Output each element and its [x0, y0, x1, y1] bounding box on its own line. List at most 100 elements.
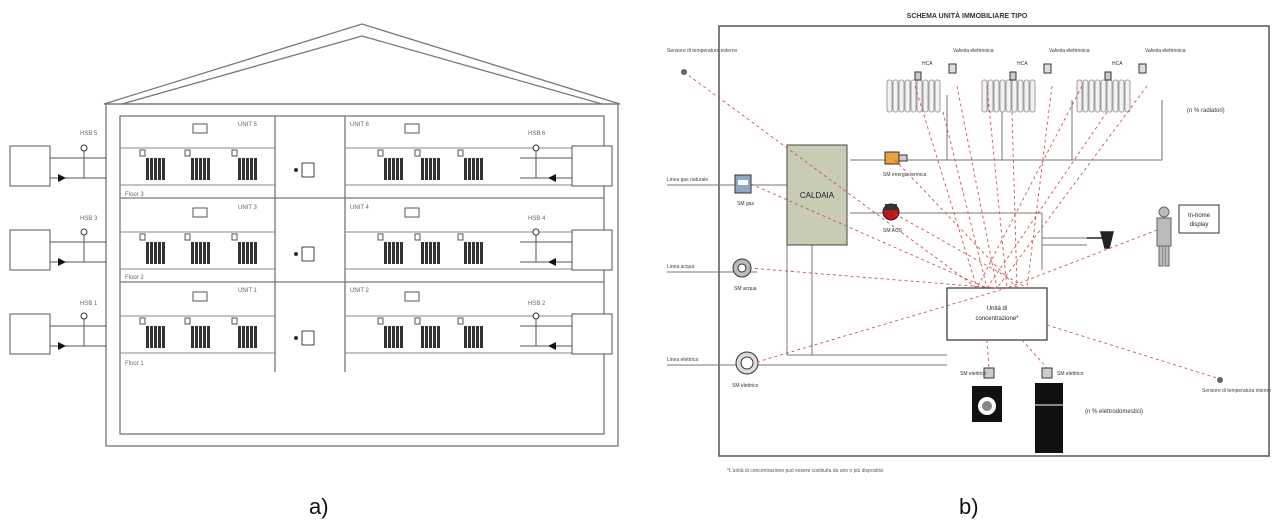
valve-icon: [532, 312, 540, 320]
hca-icon: [231, 149, 238, 157]
pump-icon: [548, 258, 556, 266]
comm-line: [956, 85, 998, 289]
thermostat-icon: [192, 123, 208, 134]
acs-meter-icon: [882, 203, 900, 221]
sm-elec-app1-label: SM elettrico: [960, 371, 987, 377]
radiator-icon: [146, 326, 165, 348]
radiator-icon: [238, 158, 257, 180]
hca-icon: [184, 317, 191, 325]
unit-label-r-2: UNIT 2: [350, 288, 370, 294]
radiator-icon: [238, 242, 257, 264]
comm-line: [986, 111, 1108, 289]
comm-line: [976, 85, 1083, 289]
hsb-box: [9, 145, 51, 187]
hca-icon: [914, 71, 922, 81]
building-outer-wall: [105, 103, 619, 447]
radiator-icon: [464, 326, 483, 348]
hsb-label-l-0: HSB 5: [80, 131, 98, 137]
electronic-valve-icon: [948, 63, 957, 74]
pump-icon: [58, 258, 66, 266]
indoor-sensor-label: Sensore di temperatura interno: [1202, 388, 1271, 394]
unit-meter-icon: [301, 246, 315, 262]
comm-line: [756, 287, 1008, 363]
concentrator-unit: [946, 287, 1048, 341]
sm-gas-label: SM gas: [737, 201, 754, 207]
comm-line: [683, 71, 978, 289]
hca-icon: [139, 317, 146, 325]
radiator-icon: [384, 158, 403, 180]
floor-label-1: Floor 2: [125, 275, 144, 281]
radiator-icon: [238, 326, 257, 348]
gas-line-label: Linea gas naturale: [667, 177, 708, 183]
unit-label-l-0: UNIT 5: [238, 122, 258, 128]
hca-icon: [457, 233, 464, 241]
concentrator-label-0: Unità di: [987, 306, 1007, 312]
water-line-label: Linea acqua: [667, 264, 694, 270]
valve-label-1: Valvola elettronica: [1049, 48, 1090, 54]
panel-a-building-diagram: UNIT 5 UNIT 3 UNIT 1 UNIT 6 UNIT 4 UNIT …: [9, 23, 621, 447]
hca-icon: [231, 233, 238, 241]
valve-label-0: Valvola elettronica: [953, 48, 994, 54]
hca-icon: [414, 233, 421, 241]
pump-icon: [548, 174, 556, 182]
unit-label-l-1: UNIT 3: [238, 205, 258, 211]
valve-icon: [80, 312, 88, 320]
scheme-frame: [718, 25, 1270, 457]
hca-icon: [1009, 71, 1017, 81]
washing-machine-icon: [972, 386, 1002, 422]
floor-label-0: Floor 3: [125, 192, 144, 198]
hca-label-0: HCA: [922, 61, 933, 67]
hsb-label-r-2: HSB 2: [528, 301, 546, 307]
hca-icon: [457, 317, 464, 325]
hsb-box: [9, 313, 51, 355]
hsb-label-l-2: HSB 1: [80, 301, 98, 307]
thermostat-icon: [404, 123, 420, 134]
hca-icon: [139, 149, 146, 157]
hca-icon: [1104, 71, 1112, 81]
radiator-icon: [981, 79, 1036, 113]
radiator-icon: [191, 158, 210, 180]
unit-label-l-2: UNIT 1: [238, 288, 258, 294]
comm-line: [1011, 111, 1018, 289]
hca-icon: [414, 149, 421, 157]
radiator-icon: [421, 242, 440, 264]
valve-icon: [532, 144, 540, 152]
footnote: *L'unità di concentrazione può essere co…: [727, 468, 883, 474]
elec-line-label: Linea elettrica: [667, 357, 698, 363]
thermostat-icon: [404, 291, 420, 302]
electronic-valve-icon: [1043, 63, 1052, 74]
sm-elec-app1-icon: [983, 367, 995, 379]
thermostat-icon: [404, 207, 420, 218]
gas-meter-icon: [734, 174, 752, 194]
sm-thermal-label: SM energia termica: [883, 172, 927, 178]
sm-elec-app2-icon: [1041, 367, 1053, 379]
display-label-1: display: [1190, 222, 1209, 228]
concentrator-label-1: concentrazione*: [975, 316, 1019, 322]
boiler: [786, 144, 848, 246]
hsb-label-l-1: HSB 3: [80, 216, 98, 222]
comm-line: [986, 85, 1008, 289]
hsb-box: [571, 145, 613, 187]
comm-line: [750, 183, 988, 289]
indoor-sensor-icon: [1217, 377, 1223, 383]
display-label-0: In-home: [1188, 213, 1211, 219]
hca-icon: [139, 233, 146, 241]
comm-line: [942, 111, 988, 289]
comm-line: [894, 213, 1028, 289]
pump-icon: [58, 342, 66, 350]
hsb-label-r-1: HSB 4: [528, 216, 546, 222]
roof-outer: [103, 23, 621, 105]
person-icon: [1156, 206, 1172, 267]
pump-icon: [58, 174, 66, 182]
radiator-icon: [421, 158, 440, 180]
comm-line: [914, 85, 978, 289]
panel-b-unit-scheme: SCHEMA UNITÀ IMMOBILIARE TIPO Sensore di…: [667, 11, 1271, 474]
thermal-meter-icon: [884, 151, 908, 165]
hca-label-1: HCA: [1017, 61, 1028, 67]
electronic-valve-icon: [1138, 63, 1147, 74]
radiator-icon: [464, 158, 483, 180]
sm-elec-app2-label: SM elettrico: [1057, 371, 1084, 377]
n-radiators-label: (n % radiatori): [1187, 108, 1225, 114]
radiator-icon: [146, 158, 165, 180]
thermostat-icon: [192, 207, 208, 218]
